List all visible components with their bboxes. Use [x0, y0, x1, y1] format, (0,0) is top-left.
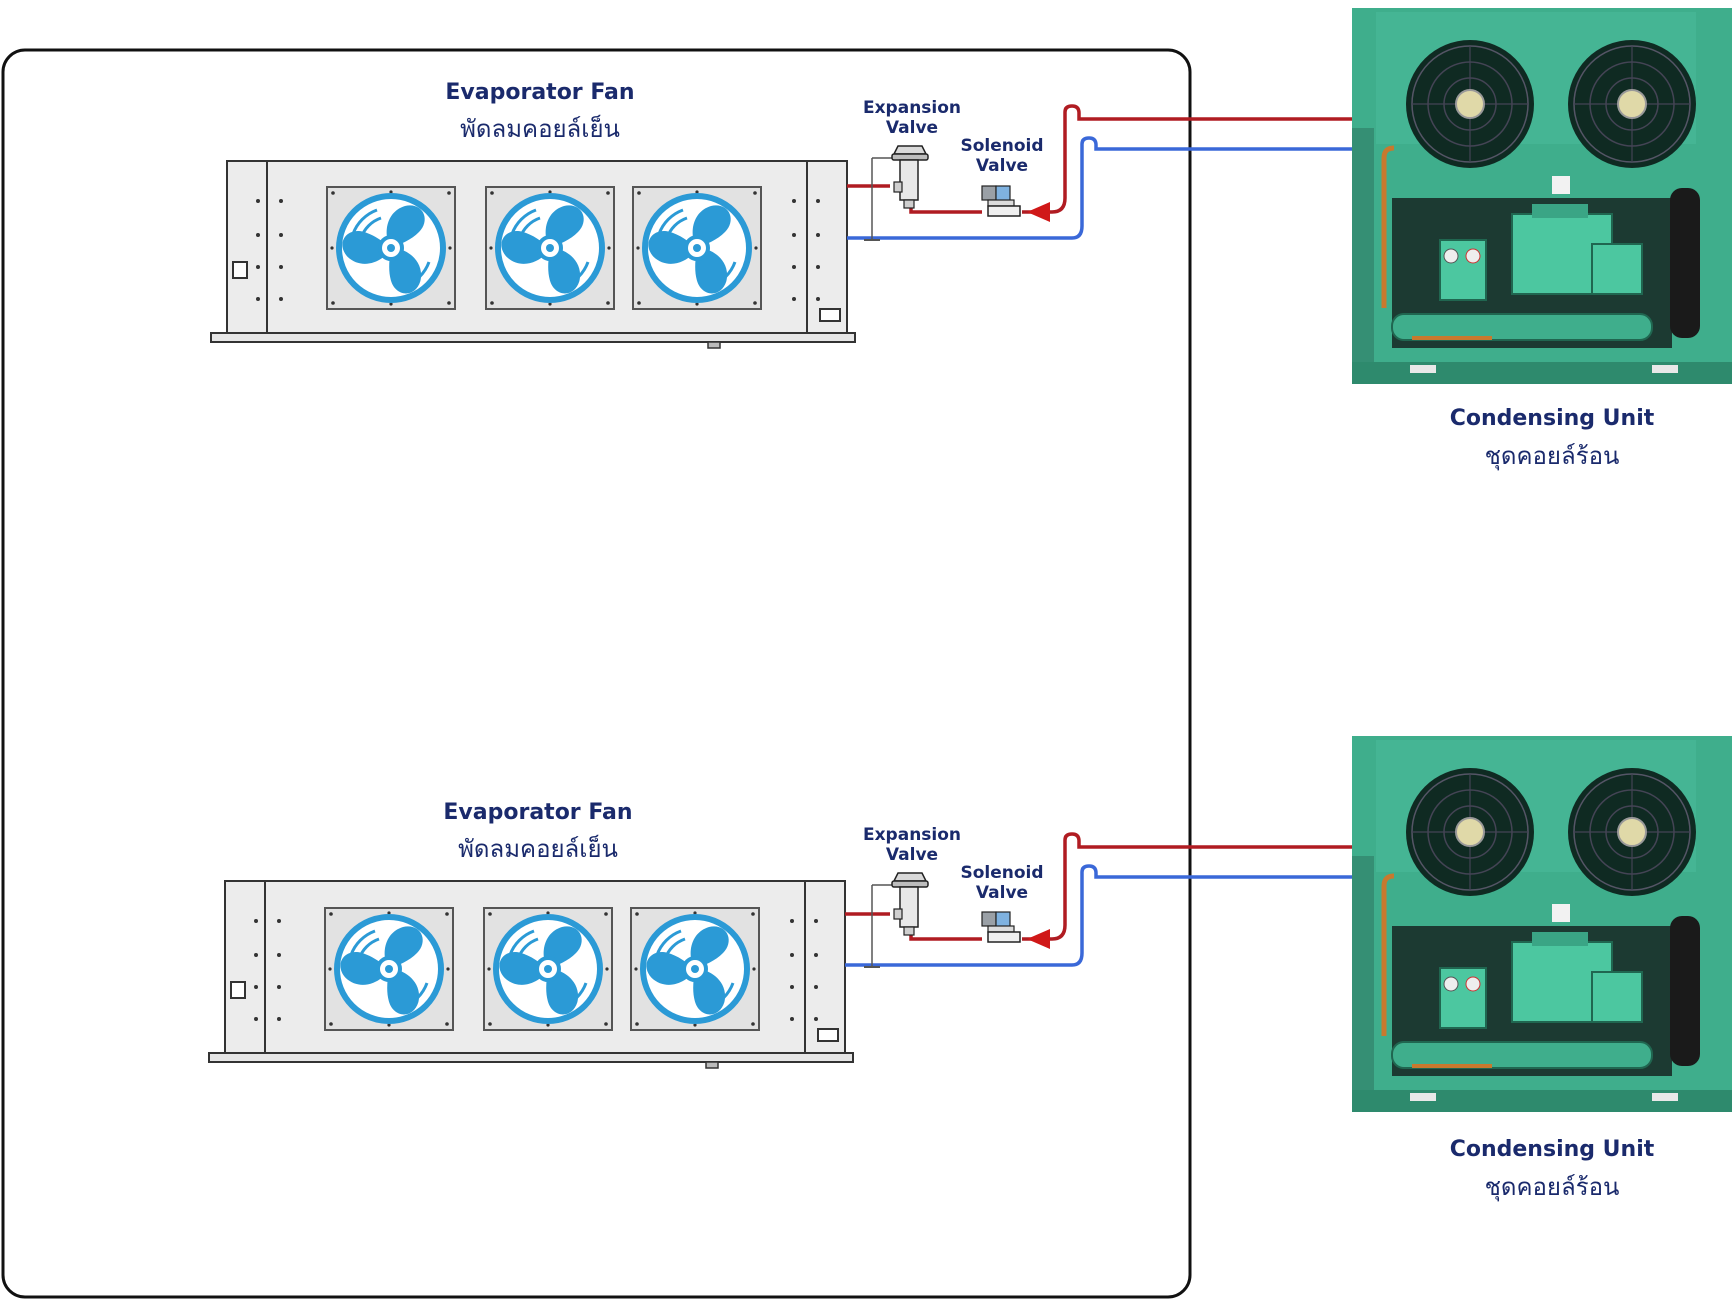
liquid-line-main-1 [1022, 104, 1374, 214]
condensing-unit-subtitle-1: ชุดคอยล์ร้อน [1484, 442, 1620, 470]
evaporator-subtitle-2: พัดลมคอยล์เย็น [458, 835, 618, 863]
fan-icon [633, 187, 761, 309]
evaporator-unit-1 [210, 160, 856, 349]
suction-line-2 [845, 864, 1374, 967]
flow-arrow-1 [1027, 202, 1050, 222]
expansion-valve-label-line1: Expansion [862, 98, 962, 118]
evaporator-unit-2 [208, 880, 854, 1069]
condensing-unit-2 [1352, 736, 1732, 1112]
evaporator-title-2: Evaporator Fan [443, 800, 633, 825]
liquid-line-main-2 [1022, 832, 1374, 941]
condensing-unit-title-1: Condensing Unit [1449, 406, 1655, 431]
liquid-line-valves-1 [909, 202, 982, 214]
liquid-line-valves-2 [909, 928, 982, 941]
solenoid-valve-label-line2: Valve [975, 882, 1029, 903]
expansion-valve-label-1: Expansion Valve [850, 98, 974, 138]
system-2 [208, 736, 1732, 1112]
fan-icon [327, 187, 455, 309]
condensing-unit-subtitle-2: ชุดคอยล์ร้อน [1484, 1173, 1620, 1201]
flow-arrow-2 [1027, 929, 1050, 949]
solenoid-valve-label-2: Solenoid Valve [946, 863, 1058, 903]
expansion-valve-label-line2: Valve [885, 844, 939, 865]
evaporator-title-1: Evaporator Fan [445, 80, 635, 105]
fan-icon [325, 908, 453, 1030]
cold-room-outline [1, 48, 1192, 1299]
solenoid-valve-label-line1: Solenoid [960, 136, 1044, 156]
condensing-unit-title-2: Condensing Unit [1449, 1137, 1655, 1162]
solenoid-valve-label-1: Solenoid Valve [946, 136, 1058, 176]
system-1 [210, 8, 1732, 384]
fan-icon [486, 187, 614, 309]
expansion-valve-label-2: Expansion Valve [850, 825, 974, 865]
suction-line-1 [847, 136, 1374, 240]
fan-icon [484, 908, 612, 1030]
solenoid-valve-label-line2: Valve [975, 155, 1029, 176]
solenoid-valve-1 [981, 185, 1021, 217]
expansion-valve-2 [863, 872, 929, 968]
evaporator-subtitle-1: พัดลมคอยล์เย็น [460, 115, 620, 143]
solenoid-valve-label-line1: Solenoid [960, 863, 1044, 883]
expansion-valve-label-line1: Expansion [862, 825, 962, 845]
solenoid-valve-2 [981, 911, 1021, 943]
fan-icon [631, 908, 759, 1030]
expansion-valve-label-line2: Valve [885, 117, 939, 138]
condensing-unit-1 [1352, 8, 1732, 384]
expansion-valve-1 [863, 145, 929, 241]
